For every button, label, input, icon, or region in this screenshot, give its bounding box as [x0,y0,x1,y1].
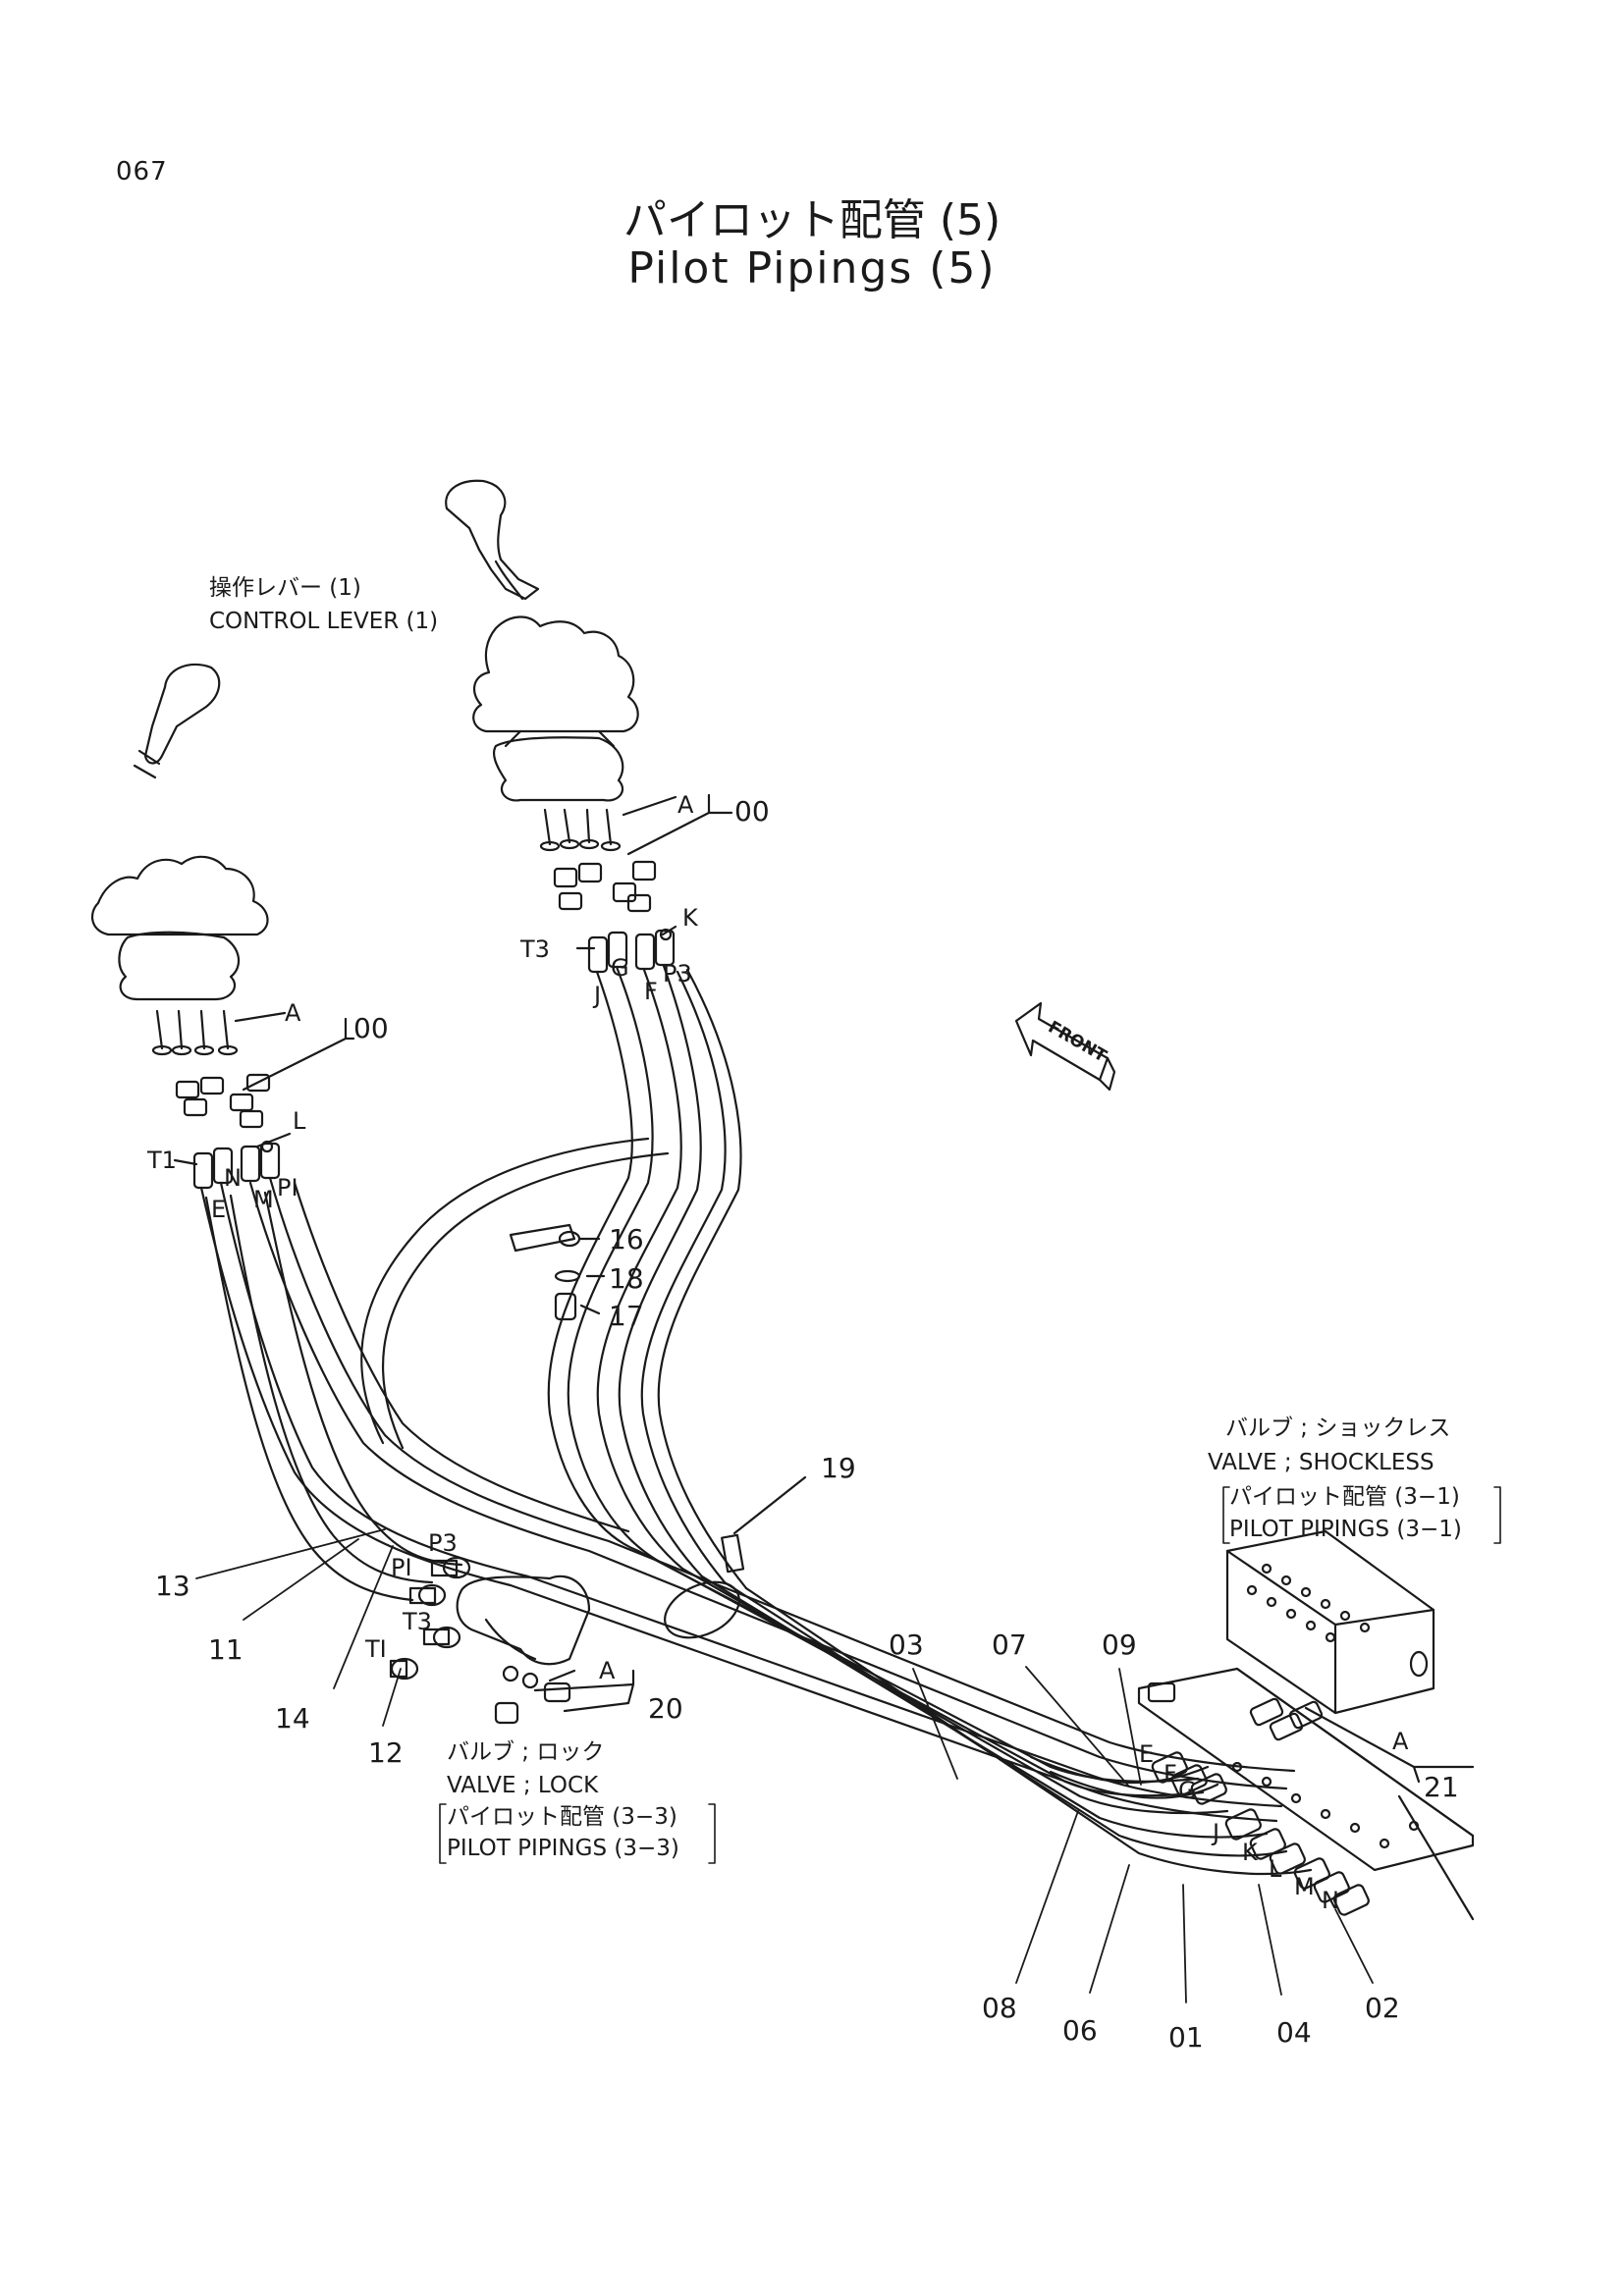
right-control-lever [445,479,733,974]
port-t1-lock: TI [364,1635,387,1663]
part-number-07: 07 [992,1629,1027,1661]
port-a-right: A [677,791,694,819]
leader-lines [195,1528,1374,2003]
port-k-valve: K [1242,1839,1259,1866]
port-g-right: G [611,954,629,982]
shockless-valve [1137,1529,1475,1921]
port-l-left: L [293,1107,306,1135]
part-number-01: 01 [1168,2021,1204,2054]
left-control-lever [90,663,355,1190]
clamp-16 [509,1223,606,1321]
port-l-valve: L [1269,1855,1282,1883]
port-f-valve: F [1164,1760,1177,1788]
port-m-valve: M [1294,1873,1315,1900]
port-p1-left: PI [277,1174,298,1201]
part-number-04: 04 [1276,2016,1312,2049]
port-a-valve: A [1392,1728,1409,1755]
port-f-right: F [644,978,658,1005]
title-japanese: パイロット配管 (5) [623,195,1001,245]
band-19 [664,1475,807,1639]
part-number-00-right: 00 [734,795,770,828]
valve-lock-note-jp: バルブ ; ロック [447,1739,604,1765]
port-t1-left: T1 [146,1147,177,1174]
part-number-00-left: 00 [353,1012,389,1044]
part-number-19: 19 [821,1452,856,1484]
lock-valve [389,1556,635,1725]
port-g-valve: G [1178,1777,1197,1804]
note-brackets [439,1486,1501,1864]
part-number-06: 06 [1062,2014,1098,2047]
part-number-11: 11 [208,1633,244,1666]
part-number-20: 20 [648,1692,683,1725]
front-label: FRONT [1045,1018,1110,1067]
port-a-left: A [285,999,301,1027]
title-english: Pilot Pipings (5) [627,243,997,294]
right-lever-hoses [360,964,748,1590]
port-p3-right: P3 [663,960,692,988]
port-k-right: K [682,904,699,932]
control-lever-note-jp: 操作レバー (1) [209,575,361,601]
port-n-valve: N [1322,1887,1339,1914]
part-number-08: 08 [982,1992,1017,2024]
part-number-13: 13 [155,1570,190,1602]
left-lever-hoses [199,1176,1296,1823]
part-number-03: 03 [889,1629,924,1661]
valve-lock-note-en: VALVE ; LOCK [447,1773,599,1798]
valve-shockless-ref-jp: パイロット配管 (3−1) [1229,1484,1460,1510]
part-number-18: 18 [609,1262,644,1295]
part-number-21: 21 [1424,1771,1459,1803]
page-number: 067 [116,157,168,187]
port-a-lock: A [599,1657,616,1684]
control-lever-note-en: CONTROL LEVER (1) [209,609,438,634]
part-number-09: 09 [1102,1629,1137,1661]
part-number-16: 16 [609,1223,644,1255]
valve-lock-ref-en: PILOT PIPINGS (3−3) [447,1836,679,1861]
part-number-02: 02 [1365,1992,1400,2024]
valve-shockless-ref-en: PILOT PIPINGS (3−1) [1229,1517,1462,1542]
port-t3-right: T3 [519,935,550,963]
port-p1-lock: PI [391,1554,412,1581]
port-j-valve: J [1211,1819,1219,1846]
valve-shockless-note-jp: バルブ ; ショックレス [1225,1415,1450,1441]
port-m-left: M [253,1186,274,1213]
part-number-14: 14 [275,1702,310,1735]
port-p3-lock: P3 [428,1529,458,1557]
valve-shockless-note-en: VALVE ; SHOCKLESS [1208,1450,1435,1475]
port-t3-lock: T3 [402,1608,432,1635]
valve-lock-ref-jp: パイロット配管 (3−3) [447,1804,677,1830]
front-arrow [1014,1001,1116,1092]
port-e-valve: E [1139,1740,1154,1768]
part-number-12: 12 [368,1736,404,1769]
port-n-left: N [224,1164,242,1192]
port-j-right: J [592,982,601,1009]
port-e-left: E [211,1196,226,1223]
part-number-17: 17 [609,1300,644,1332]
